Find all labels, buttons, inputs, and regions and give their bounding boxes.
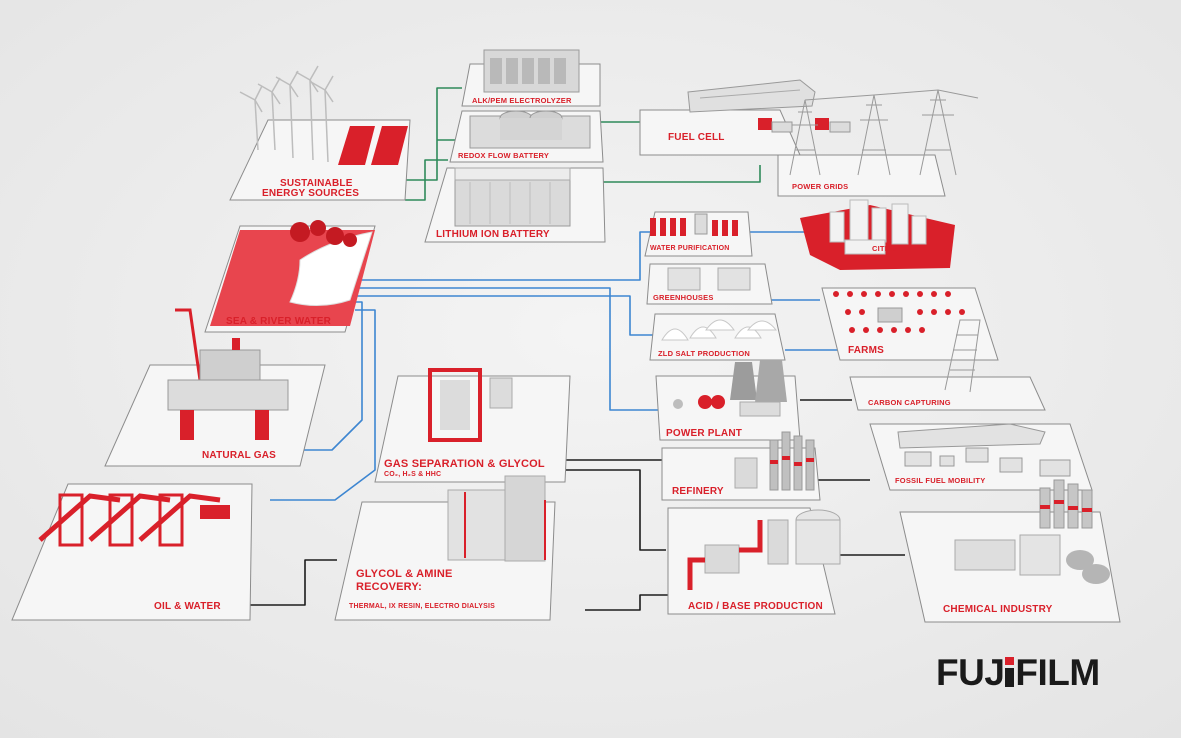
label-glycol-sub: THERMAL, IX RESIN, ELECTRO DIALYSIS [349,603,495,610]
power-pylon-icon [789,89,979,176]
fuel-cell-vehicle-icon [758,118,851,133]
platform-farms [821,287,999,361]
platform-oil-water [11,483,253,621]
logo-i-stem [1005,668,1015,687]
label-farms: FARMS [848,345,884,356]
label-water-purification: WATER PURIFICATION [650,245,730,252]
city-icon [800,199,955,270]
platform-acid-base [667,507,836,615]
label-gas-separation-glycol: GAS SEPARATION & GLYCOL [384,458,545,470]
label-redox-flow-battery: REDOX FLOW BATTERY [458,151,550,160]
carbon-capture-tower-icon [944,319,981,393]
platform-gas-sep [374,375,571,483]
label-alk-pem-electrolyzer: ALK/PEM ELECTROLYZER [472,96,572,105]
label-sustainable: SUSTAINABLE [280,178,353,189]
label-carbon-capturing: CARBON CAPTURING [868,398,951,407]
label-fossil-fuel-mobility: FOSSIL FUEL MOBILITY [895,476,986,485]
label-power-grids: POWER GRIDS [792,182,849,191]
label-acid-base-production: ACID / BASE PRODUCTION [688,601,823,612]
label-oil-water: OIL & WATER [154,601,221,612]
oil-pump-icon [38,493,230,547]
logo-text-b: FILM [1015,652,1100,693]
fossil-fuel-vehicle-icon [897,423,1071,477]
label-recovery: RECOVERY: [356,581,422,593]
label-refinery: REFINERY [672,486,724,497]
chemical-plant-icon [954,479,1110,584]
logo-i-mark [1005,657,1015,687]
gas-separation-icon [428,368,513,442]
label-glycol-amine: GLYCOL & AMINE [356,568,453,580]
farm-icon [833,291,965,333]
lithium-battery-icon [454,167,571,227]
power-plant-icon [673,360,787,417]
label-energy-sources: ENERGY SOURCES [262,188,360,199]
logo-i-red-dot [1005,657,1015,665]
electrolyzer-icon [483,49,580,93]
equipment-illustrations [38,49,1110,590]
water-purification-icon [650,213,738,236]
redox-battery-icon [469,110,591,149]
solar-panel-icon [338,126,408,165]
logo-text-a: FUJ [936,652,1005,693]
acid-base-plant-icon [687,509,841,590]
label-greenhouses: GREENHOUSES [653,293,714,302]
salt-heap-icon [661,319,778,341]
label-gas-separation-sub: CO₂, H₂S & HHC [384,471,442,478]
label-power-plant: POWER PLANT [666,428,743,439]
glycol-recovery-icon [447,475,546,562]
label-natural-gas: NATURAL GAS [202,450,277,461]
greenhouse-icon [667,267,751,291]
label-fuel-cell: FUEL CELL [668,132,725,143]
wind-turbine-icon [239,65,334,163]
train-icon [687,79,816,113]
label-zld-salt-production: ZLD SALT PRODUCTION [658,349,750,358]
platform-zld [649,313,786,361]
label-cities: CITIES [872,244,898,253]
label-chemical-industry: CHEMICAL INDUSTRY [943,604,1053,615]
platform-carbon [849,376,1046,411]
refinery-icon [734,431,815,491]
label-lithium-ion-battery: LITHIUM ION BATTERY [436,229,550,240]
offshore-platform-icon [167,308,289,440]
label-sea-river-water: SEA & RIVER WATER [226,316,332,327]
sea-river-icon [210,220,375,326]
platform-power-grids [777,154,946,197]
